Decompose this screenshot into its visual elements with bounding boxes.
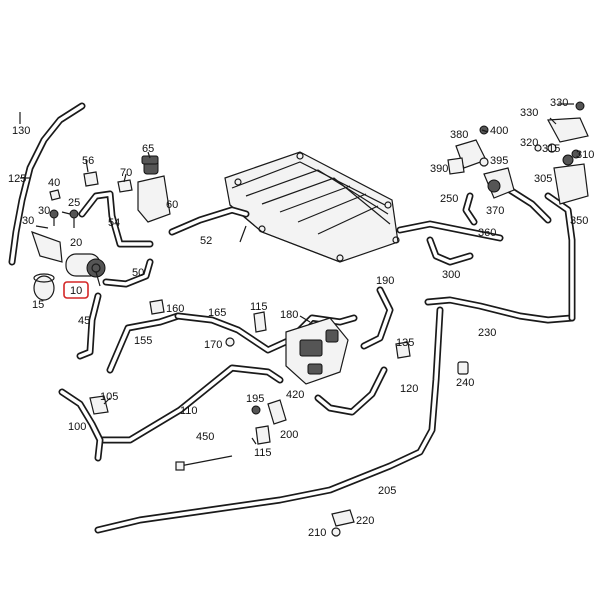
callout-190[interactable]: 195 (246, 393, 264, 405)
clip-70 (117, 179, 133, 193)
callout-100[interactable]: 100 (68, 421, 86, 433)
battery-tray (224, 151, 400, 263)
callout-180[interactable]: 190 (376, 275, 394, 287)
bolt-40 (49, 209, 59, 226)
callout-330[interactable]: 330 (550, 97, 568, 109)
hose-group (8, 102, 576, 534)
callout-130[interactable]: 125 (8, 173, 26, 185)
seal-310 (547, 143, 557, 153)
clip-58 (83, 171, 99, 187)
callout-52[interactable]: 50 (132, 267, 144, 279)
callout-195[interactable]: 200 (280, 429, 298, 441)
callout-56[interactable]: 54 (108, 217, 120, 229)
mounting-bracket (31, 231, 63, 263)
callout-380[interactable]: 380 (450, 129, 468, 141)
callout-50[interactable]: 45 (78, 315, 90, 327)
clip-115-bottom (255, 425, 271, 445)
callout-115-bottom[interactable]: 115 (254, 447, 272, 459)
callout-40[interactable]: 30 (38, 205, 50, 217)
callout-65[interactable]: 65 (142, 143, 154, 155)
callout-115-top[interactable]: 115 (250, 301, 268, 313)
callout-30[interactable]: 30 (22, 215, 34, 227)
bolt-400 (479, 125, 489, 135)
coolant-pump (65, 253, 106, 278)
callout-310[interactable]: 315 (542, 143, 560, 155)
components (31, 101, 589, 537)
clip-155 (149, 299, 165, 315)
callout-205[interactable]: 210 (308, 527, 326, 539)
bolt-25 (69, 209, 79, 228)
callout-390[interactable]: 390 (430, 163, 448, 175)
callout-250[interactable]: 300 (442, 269, 460, 281)
clip-105 (89, 395, 109, 415)
callout-45[interactable]: 40 (48, 177, 60, 189)
auxiliary-pump (483, 167, 515, 199)
clip-115-top (253, 311, 267, 333)
clip-205 (331, 527, 341, 537)
expansion-tank (137, 159, 171, 223)
callout-360[interactable]: 360 (478, 227, 496, 239)
callout-25[interactable]: 25 (68, 197, 80, 209)
callout-150[interactable]: 155 (134, 335, 152, 347)
clip-165 (225, 337, 235, 347)
callout-370[interactable]: 370 (486, 205, 504, 217)
callout-labels: 130 125 40 25 30 30 20 15 10 45 50 52 54… (8, 97, 594, 539)
callout-60[interactable]: 60 (166, 199, 178, 211)
plug-230 (457, 361, 469, 375)
callout-240[interactable]: 250 (440, 193, 458, 205)
callout-350[interactable]: 350 (570, 215, 588, 227)
callout-135[interactable]: 130 (12, 125, 30, 137)
callout-155[interactable]: 160 (166, 303, 184, 315)
tank-cap (141, 155, 159, 165)
clip-45 (49, 189, 61, 201)
clip-395 (479, 157, 489, 167)
bracket-320 (547, 117, 589, 143)
callout-220[interactable]: 230 (478, 327, 496, 339)
rubber-sleeve (33, 273, 55, 301)
callout-58[interactable]: 56 (82, 155, 94, 167)
callout-230[interactable]: 240 (456, 377, 474, 389)
callout-315[interactable]: 320 (520, 137, 538, 149)
callout-450[interactable]: 450 (196, 431, 214, 443)
cap-305 (571, 149, 581, 159)
callout-105[interactable]: 105 (100, 391, 118, 403)
callout-395[interactable]: 395 (490, 155, 508, 167)
callout-15[interactable]: 15 (32, 299, 44, 311)
callout-70[interactable]: 70 (120, 167, 132, 179)
bracket-390 (447, 157, 465, 175)
callout-10[interactable]: 10 (70, 285, 82, 297)
bolt-190 (251, 405, 261, 415)
callout-320[interactable]: 330 (520, 107, 538, 119)
callout-200[interactable]: 205 (378, 485, 396, 497)
callout-160[interactable]: 165 (208, 307, 226, 319)
callout-400[interactable]: 400 (490, 125, 508, 137)
callout-420[interactable]: 420 (286, 389, 304, 401)
callout-210[interactable]: 220 (356, 515, 374, 527)
reservoir-tank (553, 154, 589, 205)
callout-305[interactable]: 310 (576, 149, 594, 161)
valve-block (285, 317, 349, 385)
highlight-box (63, 281, 89, 299)
callout-110[interactable]: 110 (180, 405, 198, 417)
callout-54[interactable]: 52 (200, 235, 212, 247)
callout-170[interactable]: 180 (280, 309, 298, 321)
callout-20[interactable]: 20 (70, 237, 82, 249)
callout-125[interactable]: 135 (396, 337, 414, 349)
callout-165[interactable]: 170 (204, 339, 222, 351)
callout-300[interactable]: 305 (534, 173, 552, 185)
cable-tie (175, 455, 233, 471)
clip-125 (395, 341, 411, 359)
clip-315 (534, 144, 542, 152)
bolt-330 (575, 101, 585, 111)
bracket-195 (267, 399, 287, 425)
leader-lines (19, 103, 574, 445)
bracket-210 (331, 509, 355, 527)
callout-120[interactable]: 120 (400, 383, 418, 395)
